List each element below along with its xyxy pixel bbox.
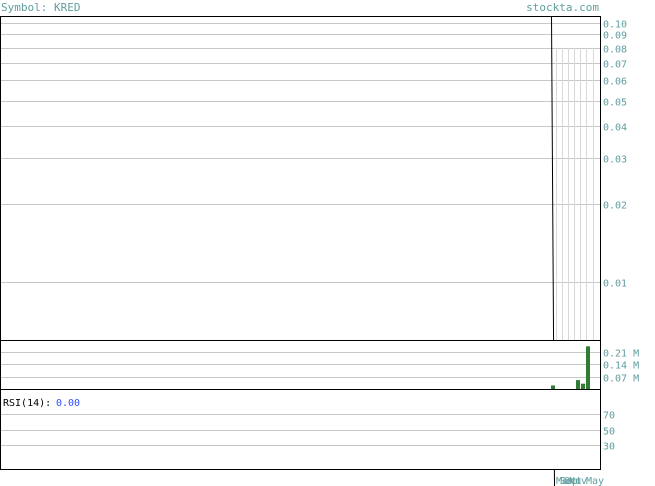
price-tick-label: 0.07	[603, 60, 627, 71]
price-tick-label: 0.03	[603, 155, 627, 166]
volume-tick-label: 0.21 M	[603, 349, 639, 360]
rsi-value: 0.00	[56, 398, 80, 409]
rsi-tick-label: 30	[603, 442, 615, 453]
volume-tick-label: 0.07 M	[603, 374, 639, 385]
rsi-grid	[1, 414, 600, 446]
price-tick-label: 0.09	[603, 31, 627, 42]
price-panel-frame	[0, 16, 601, 341]
price-tick-label: 0.10	[603, 20, 627, 31]
x-tick-label: Sep	[560, 476, 578, 486]
volume-bar	[551, 385, 555, 389]
x-tick-label: Mar	[556, 476, 574, 486]
volume-tick-label: 0.14 M	[603, 361, 639, 372]
price-vertical-grid	[556, 48, 594, 340]
price-panel: 0.100.09 0.08 0.07 0.06 0.05 0.04 0.03 0.02 0.01	[0, 15, 627, 486]
price-tick-label: 0.02	[603, 201, 627, 212]
volume-bar	[581, 383, 585, 389]
rsi-panel: 70 50 30 RSI(14): 0.00	[0, 389, 615, 470]
x-tick-label: May	[586, 476, 604, 486]
rsi-title: RSI(14):	[3, 398, 51, 409]
price-axis: 0.100.09 0.08 0.07 0.06 0.05 0.04 0.03 0.02 0.01	[603, 20, 627, 290]
volume-bar	[576, 380, 580, 389]
x-tick-label: Nov	[569, 476, 587, 486]
volume-grid	[1, 352, 600, 378]
volume-panel: 0.21 M0.14 M 0.07 M	[0, 340, 639, 390]
price-tick-label: 0.01	[603, 279, 627, 290]
price-tick-label: 0.08	[603, 45, 627, 56]
rsi-tick-label: 70	[603, 411, 615, 422]
rsi-tick-label: 50	[603, 427, 615, 438]
volume-axis: 0.21 M0.14 M 0.07 M	[603, 349, 639, 385]
price-tick-label: 0.05	[603, 98, 627, 109]
x-tick-label: Oct	[564, 476, 582, 486]
price-tick-label: 0.06	[603, 77, 627, 88]
symbol-label: Symbol: KRED	[1, 1, 80, 14]
rsi-axis: 70 50 30	[603, 411, 615, 453]
rsi-panel-frame	[0, 389, 601, 470]
volume-bar	[586, 346, 590, 389]
site-label[interactable]: stockta.com	[526, 1, 599, 14]
price-grid	[1, 23, 600, 283]
price-tick-label: 0.04	[603, 123, 627, 134]
